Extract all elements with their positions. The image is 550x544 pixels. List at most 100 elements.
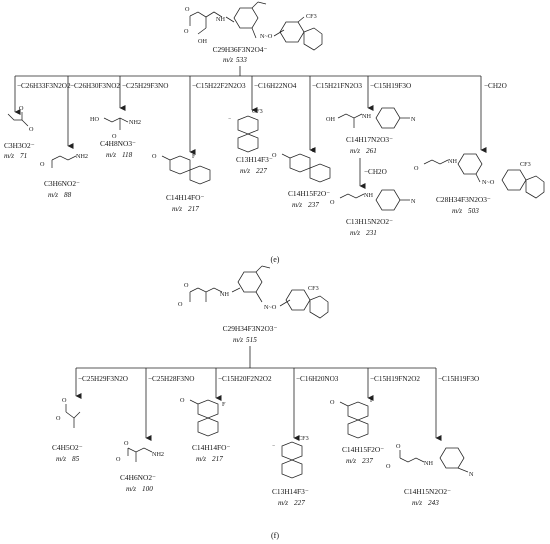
- fragment-formula-f-100: C4H6NO2⁻: [120, 473, 156, 482]
- atom-o-minus: O: [272, 152, 277, 159]
- atom-oh: OH: [198, 38, 207, 45]
- fragment-mz-e-237: 237: [308, 201, 319, 209]
- fragment-formula-f-85: C4H5O2⁻: [52, 443, 83, 452]
- fragment-structure-e-118: HO NH2 O: [90, 116, 141, 140]
- fragment-mz-prefix-f-85: m/z: [56, 455, 66, 463]
- fragment-structure-e-88: NH2 O: [40, 153, 88, 168]
- parent-structure-f: O O NH N~O CF3: [178, 265, 329, 319]
- atom-nh: NH: [216, 16, 225, 23]
- atom-nh: NH: [364, 192, 373, 199]
- fragment-mz-e-227: 227: [256, 167, 267, 175]
- atom-nh: NH: [448, 158, 457, 165]
- fragment-structure-f-217: O F: [180, 397, 226, 437]
- fragment-mz-f-100: 100: [142, 485, 153, 493]
- atom-oxime: N~O: [482, 179, 495, 186]
- fragment-mz-prefix-e-231: m/z: [350, 229, 360, 237]
- panel-f: O O NH N~O CF3 C29H34F3N2O3⁻ m/z 515: [52, 265, 479, 540]
- atom-o: O: [19, 105, 24, 112]
- atom-o-minus: O: [29, 126, 34, 133]
- loss-label-f-100: −C25H28F3NO: [148, 375, 194, 383]
- panel-e: O O NH OH N~O CF3 C29H36F3N2O4⁻ m/z 533: [4, 1, 545, 264]
- fragment-mz-e-217: 217: [188, 205, 199, 213]
- loss-label-e-237: −C15H21FN2O3: [312, 82, 362, 90]
- fragment-formula-e-237: C14H15F2O⁻: [288, 189, 330, 198]
- atom-nh: NH: [220, 291, 229, 298]
- atom-n: N: [411, 116, 416, 123]
- atom-o: O: [185, 6, 190, 13]
- atom-nh: NH: [362, 113, 371, 120]
- fragment-formula-e-71: C3H3O2⁻: [4, 141, 35, 150]
- fragment-mz-prefix-e-237: m/z: [292, 201, 302, 209]
- loss-label-f-217: −C15H20F2N2O2: [218, 375, 272, 383]
- panel-caption-e: (e): [271, 255, 280, 264]
- loss-label-e-503: −CH2O: [484, 82, 507, 90]
- parent-formula-f: C29H34F3N2O3⁻: [223, 324, 278, 333]
- atom-nh2: NH2: [76, 153, 88, 160]
- atom-nh2: NH2: [152, 451, 164, 458]
- loss-label-f-85: −C25H29F3N2O: [78, 375, 128, 383]
- atom-o-minus: O: [178, 301, 183, 308]
- fragment-structure-f-100: O O NH2: [116, 440, 164, 463]
- atom-chf2: F: [370, 397, 374, 404]
- atom-chf2: F: [312, 147, 316, 154]
- fragment-mz-e-88: 88: [64, 191, 72, 199]
- fragment-mz-f-237: 237: [362, 457, 373, 465]
- fragment-structure-e-217: O F: [152, 153, 211, 185]
- atom-oxime: N~O: [264, 304, 277, 311]
- atom-cf3: CF3: [308, 285, 319, 292]
- parent-mz-f: 515: [246, 336, 257, 344]
- fragment-mz-f-227: 227: [294, 499, 305, 507]
- atom-o-minus: O: [56, 415, 61, 422]
- atom-o-minus: O: [112, 133, 117, 140]
- atom-o: O: [62, 397, 67, 404]
- fragment-structure-e-503: NH O N~O CF3: [414, 153, 545, 199]
- fragment-mz-f-85: 85: [72, 455, 80, 463]
- fragment-formula-f-227: C13H14F3⁻: [272, 487, 309, 496]
- fragment-structure-f-85: O O: [56, 397, 81, 428]
- atom-o-minus: O: [414, 165, 419, 172]
- atom-o-minus: O: [180, 397, 185, 404]
- loss-label-e-227: −C16H22NO4: [254, 82, 297, 90]
- atom-o: O: [124, 440, 129, 447]
- atom-o-minus: O: [330, 199, 335, 206]
- parent-mz-prefix-f: m/z: [233, 336, 243, 344]
- atom-o-minus: O: [152, 153, 157, 160]
- atom-o: O: [396, 443, 401, 450]
- fragment-mz-prefix-e-217: m/z: [172, 205, 182, 213]
- fragment-formula-f-243: C14H15N2O2⁻: [404, 487, 451, 496]
- fragment-structure-e-227: CF3 ⁻: [228, 108, 263, 153]
- fragment-structure-f-227: CF3 ⁻: [272, 435, 309, 479]
- atom-o-minus: O: [184, 28, 189, 35]
- fragment-structure-e-237: O F: [272, 147, 331, 183]
- fragment-structure-e-261: NH N OH: [326, 107, 416, 129]
- fragment-structure-e-71: O O: [7, 105, 34, 133]
- atom-o-minus: O: [330, 399, 335, 406]
- atom-o-minus: O: [386, 463, 391, 470]
- atom-ho: HO: [90, 116, 99, 123]
- panel-caption-f: (f): [271, 531, 279, 540]
- atom-cf3: CF3: [298, 435, 309, 442]
- fragment-mz-prefix-e-227: m/z: [240, 167, 250, 175]
- fragment-mz-prefix-e-71: m/z: [4, 152, 14, 160]
- fragment-mz-prefix-f-243: m/z: [412, 499, 422, 507]
- loss-label-e-118: −C25H29F3NO: [122, 82, 168, 90]
- fragment-mz-e-503: 503: [468, 207, 479, 215]
- loss-label-f-227: −C16H20NO3: [296, 375, 339, 383]
- fragment-formula-e-231: C13H15N2O2⁻: [346, 217, 393, 226]
- atom-n: N: [411, 198, 416, 205]
- atom-n: N: [469, 471, 474, 478]
- atom-o-minus: O: [40, 161, 45, 168]
- fragment-formula-e-227: C13H14F3⁻: [236, 155, 273, 164]
- atom-o: O: [184, 282, 189, 289]
- fragment-formula-f-237: C14H15F2O⁻: [342, 445, 384, 454]
- parent-formula-e: C29H36F3N2O4⁻: [213, 45, 268, 54]
- atom-o-minus: O: [116, 456, 121, 463]
- fragment-formula-f-217: C14H14FO⁻: [192, 443, 230, 452]
- atom-minus: ⁻: [272, 444, 275, 451]
- loss-label-e-88: −C26H30F3NO2: [70, 82, 120, 90]
- fragment-mz-prefix-f-217: m/z: [196, 455, 206, 463]
- atom-f: F: [222, 401, 226, 408]
- fragment-mz-prefix-e-261: m/z: [350, 147, 360, 155]
- fragment-mz-e-118: 118: [122, 151, 133, 159]
